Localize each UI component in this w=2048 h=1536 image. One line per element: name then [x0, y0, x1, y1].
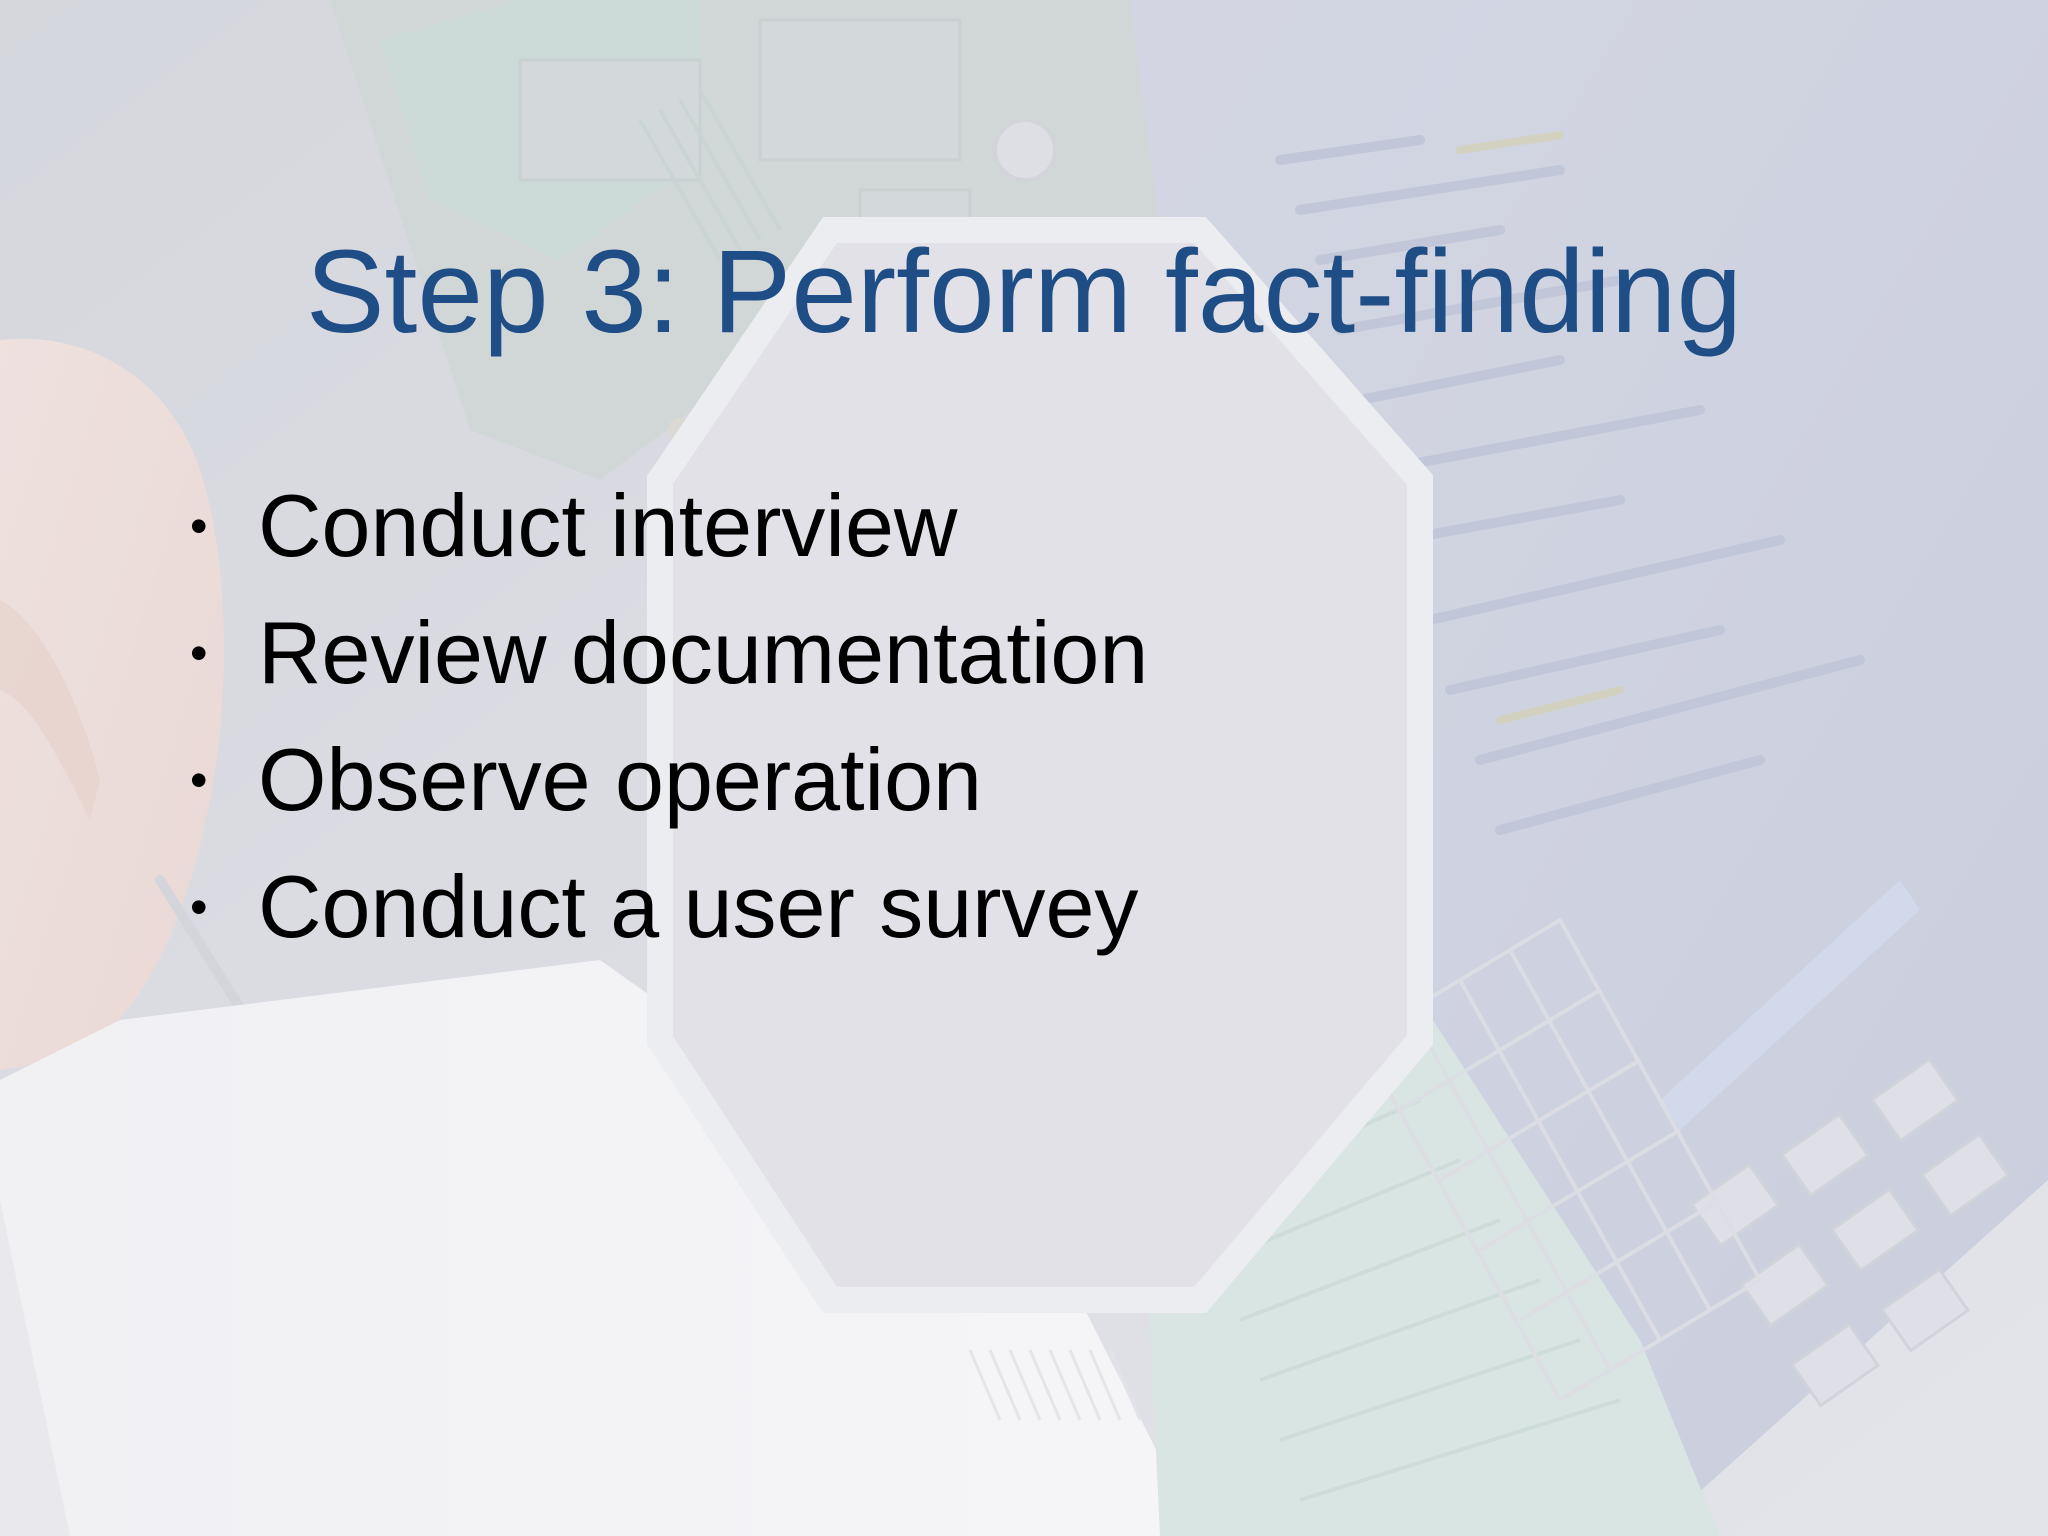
bullet-item: • Observe operation: [190, 716, 1148, 843]
bullet-icon: •: [190, 878, 208, 935]
bullet-item: • Conduct a user survey: [190, 843, 1148, 970]
bullet-list: • Conduct interview • Review documentati…: [190, 462, 1148, 970]
bullet-text: Review documentation: [258, 602, 1149, 702]
bullet-icon: •: [190, 497, 208, 554]
bullet-text: Observe operation: [258, 729, 982, 829]
bullet-text: Conduct a user survey: [258, 856, 1139, 956]
bullet-text: Conduct interview: [258, 475, 958, 575]
bullet-item: • Conduct interview: [190, 462, 1148, 589]
bullet-icon: •: [190, 751, 208, 808]
slide-title: Step 3: Perform fact-finding: [305, 226, 1743, 358]
bullet-item: • Review documentation: [190, 589, 1148, 716]
bullet-icon: •: [190, 624, 208, 681]
